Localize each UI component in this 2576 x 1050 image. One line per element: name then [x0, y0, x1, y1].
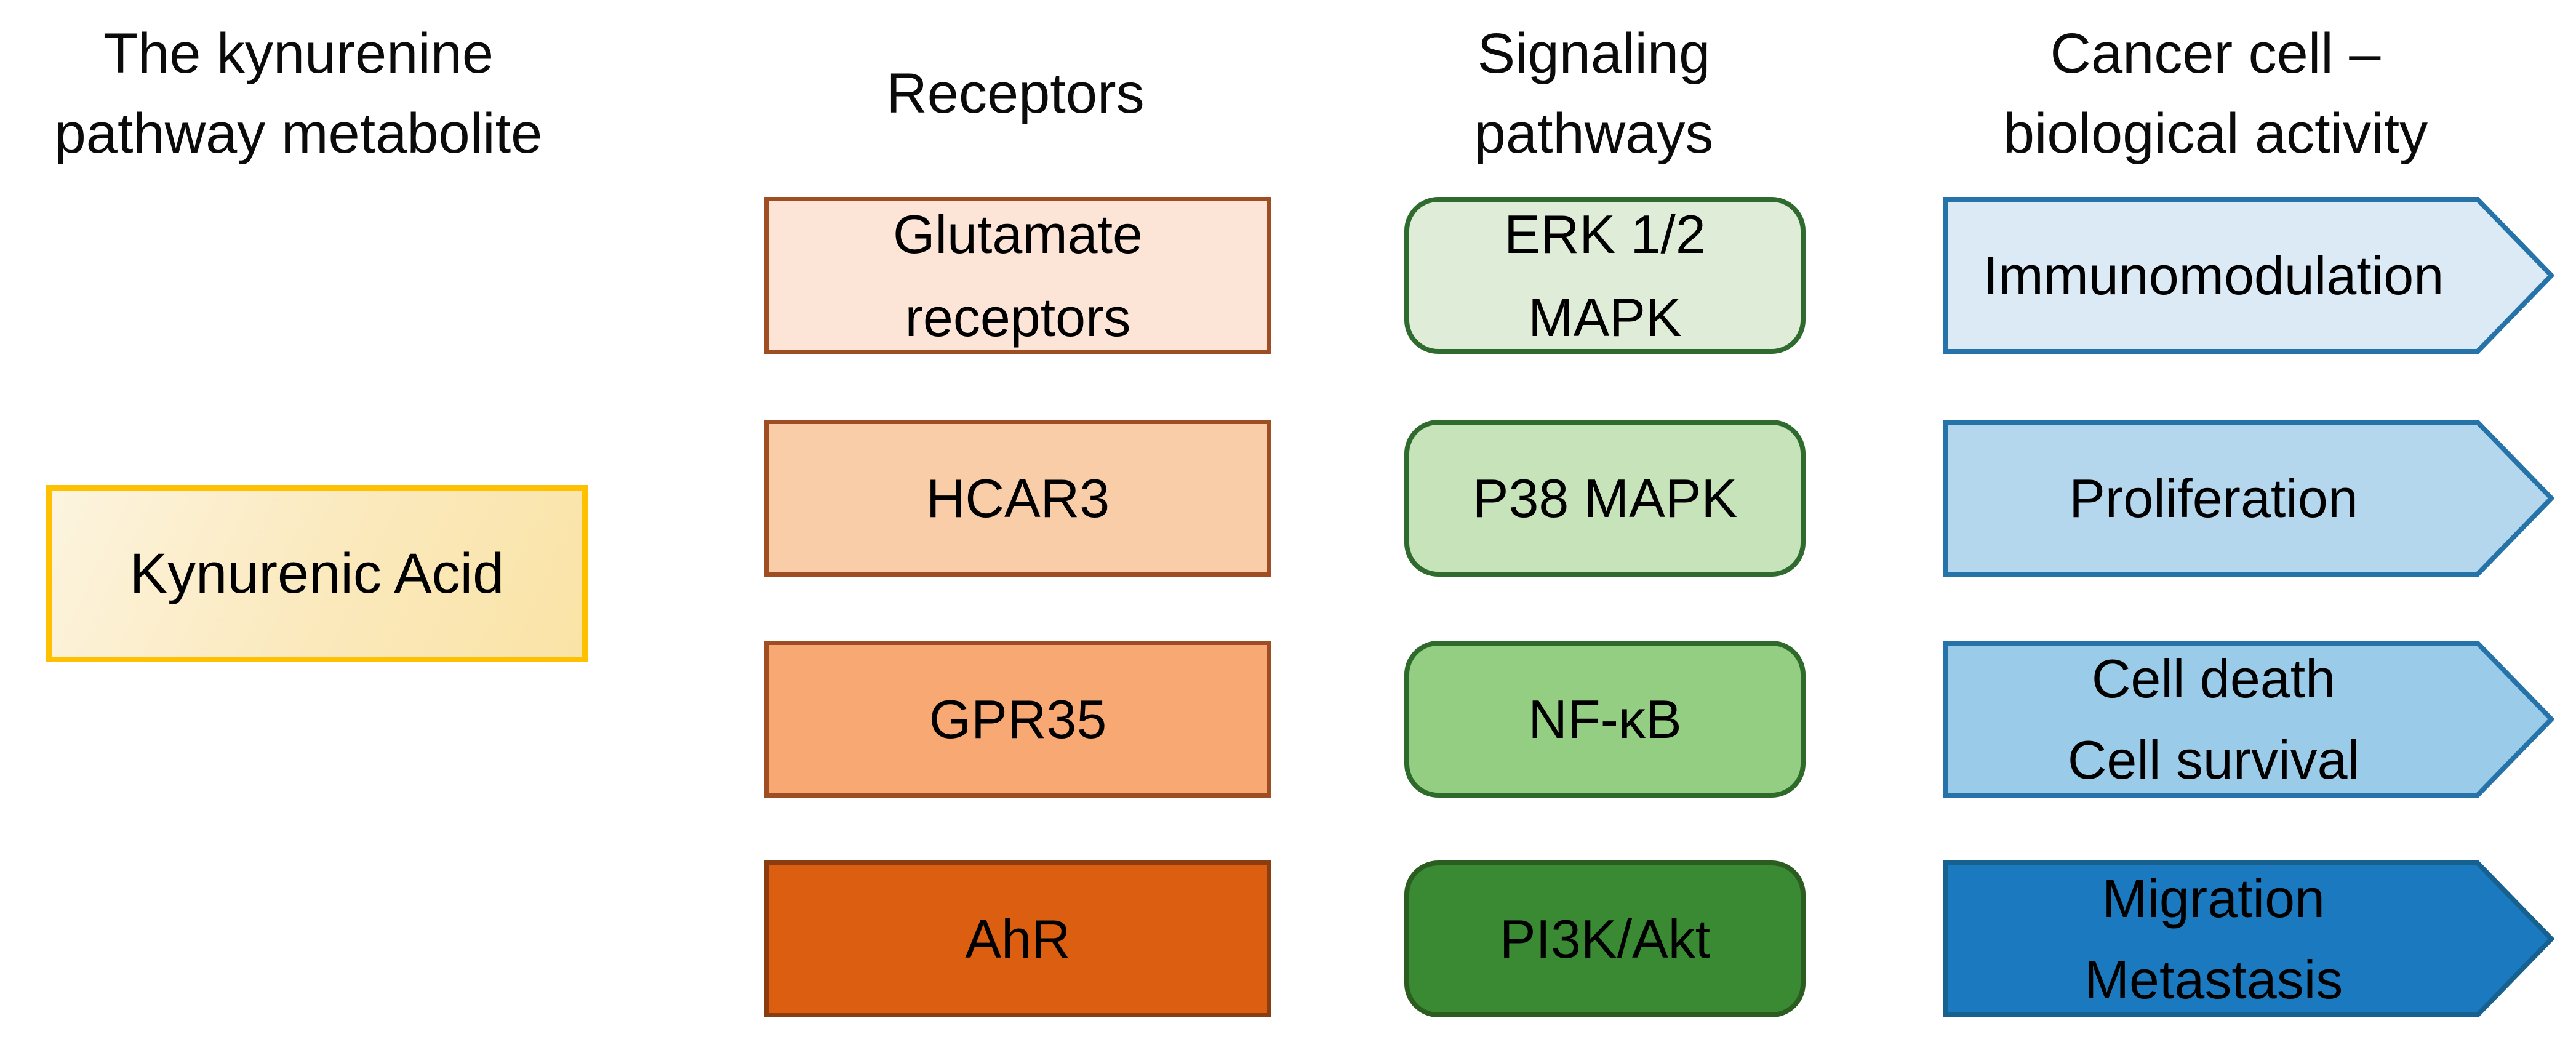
box-hcar3: HCAR3: [764, 420, 1271, 577]
box-nfkb: NF-κB: [1404, 641, 1806, 798]
box-label: PI3K/Akt: [1499, 908, 1711, 969]
arrow-right-icon: [1943, 420, 2554, 577]
arrow-right-icon: [1943, 197, 2554, 354]
arrow-right-icon: [1943, 641, 2554, 798]
arrow-label-container: Proliferation: [1943, 420, 2484, 577]
box-label: NF-κB: [1528, 689, 1682, 750]
box-label: P38 MAPK: [1472, 468, 1738, 529]
arrow-immunomodulation: Immunomodulation: [1943, 197, 2554, 354]
box-label: Glutamate: [893, 203, 1143, 265]
header-line: pathway metabolite: [54, 102, 543, 165]
box-label: Kynurenic Acid: [129, 542, 505, 605]
box-glutamate-receptors: Glutamate receptors: [764, 197, 1271, 354]
header-line: Signaling: [1477, 22, 1711, 85]
box-erk12-mapk: ERK 1/2 MAPK: [1404, 197, 1806, 354]
arrow-cell-death-survival: Cell death Cell survival: [1943, 641, 2554, 798]
box-label: MAPK: [1528, 286, 1682, 348]
header-line: biological activity: [2002, 102, 2428, 165]
column-header-metabolite: The kynurenine pathway metabolite: [0, 14, 597, 174]
column-header-signaling: Signaling pathways: [1298, 14, 1889, 174]
column-header-receptors: Receptors: [720, 54, 1311, 134]
arrow-label-container: Cell death Cell survival: [1943, 641, 2484, 798]
box-pi3k-akt: PI3K/Akt: [1404, 860, 1806, 1017]
header-line: pathways: [1474, 102, 1714, 165]
box-gpr35: GPR35: [764, 641, 1271, 798]
box-ahr: AhR: [764, 860, 1271, 1017]
arrow-label-container: Immunomodulation: [1943, 197, 2484, 354]
arrow-migration-metastasis: Migration Metastasis: [1943, 860, 2554, 1017]
arrow-proliferation: Proliferation: [1943, 420, 2554, 577]
header-line: The kynurenine: [103, 22, 494, 85]
box-label: HCAR3: [926, 468, 1110, 529]
box-p38-mapk: P38 MAPK: [1404, 420, 1806, 577]
arrow-label-container: Migration Metastasis: [1943, 860, 2484, 1017]
box-label: Immunomodulation: [1983, 244, 2444, 306]
box-label: ERK 1/2: [1504, 203, 1706, 265]
box-kynurenic-acid: Kynurenic Acid: [46, 485, 588, 662]
box-label: Cell death: [2091, 647, 2336, 709]
box-label: Metastasis: [2084, 948, 2343, 1010]
header-line: Cancer cell –: [2050, 22, 2381, 85]
box-label: Cell survival: [2067, 729, 2360, 790]
box-label: Proliferation: [2069, 467, 2358, 529]
column-header-activity: Cancer cell – biological activity: [1920, 14, 2511, 174]
header-line: Receptors: [886, 62, 1145, 125]
box-label: receptors: [905, 286, 1131, 348]
box-label: GPR35: [929, 689, 1107, 750]
box-label: Migration: [2102, 867, 2325, 929]
arrow-right-icon: [1943, 860, 2554, 1017]
box-label: AhR: [965, 908, 1071, 969]
